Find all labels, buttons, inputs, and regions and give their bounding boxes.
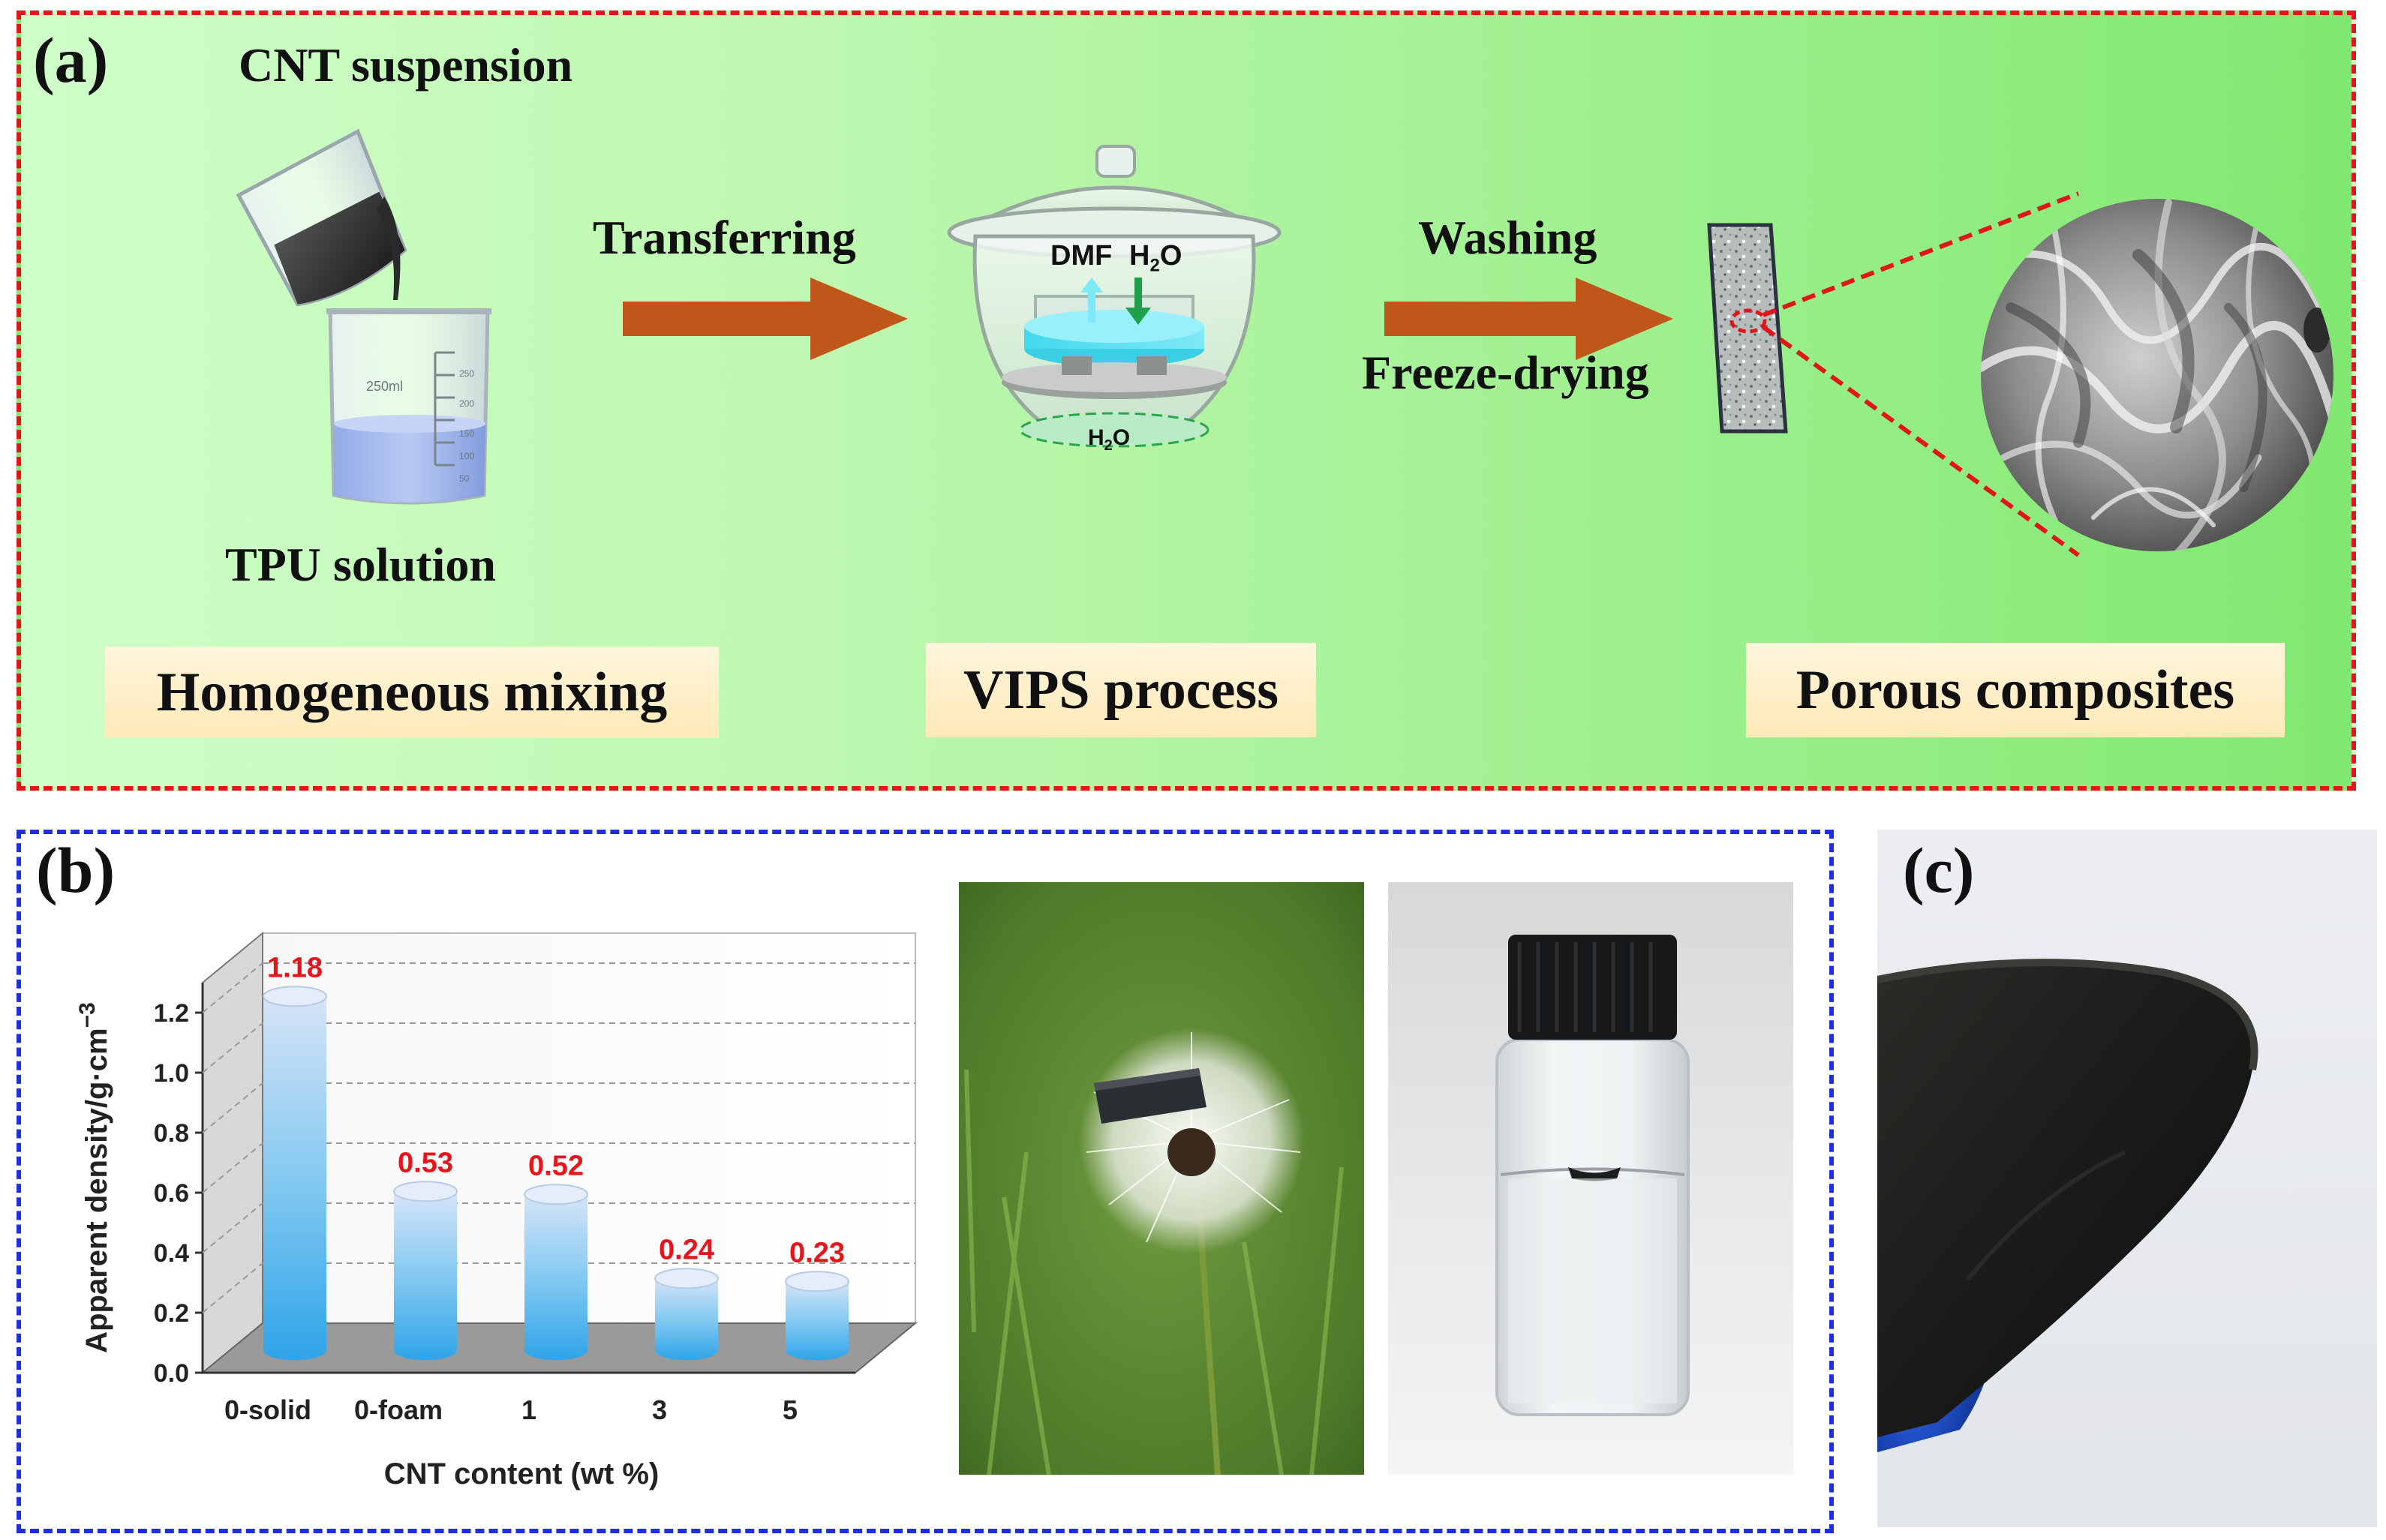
stage-vips-process: VIPS process xyxy=(926,643,1316,737)
arrow1-label: Transferring xyxy=(593,211,856,264)
chart-bar-top xyxy=(785,1271,849,1292)
transferring-arrow xyxy=(623,278,908,360)
chart-bar-top xyxy=(393,1181,458,1202)
chart-value-label: 0.24 xyxy=(659,1234,714,1265)
chart-bar-top xyxy=(654,1268,719,1289)
dandelion-photo xyxy=(959,882,1364,1475)
chart-category-label: 1 xyxy=(521,1394,536,1425)
chart-bar-top xyxy=(524,1184,588,1205)
density-bar-chart: 0.0 0.2 0.4 0.6 0.8 1.0 1.2 1.18 0-solid 0.53 0-fo… xyxy=(75,931,918,1490)
chart-bar-body xyxy=(524,1194,587,1361)
panel-c-letter: (c) xyxy=(1903,834,1975,906)
h2o-bottom-label: H2O xyxy=(1088,425,1131,454)
chart-value-label: 0.53 xyxy=(398,1147,453,1178)
tpu-beaker xyxy=(326,308,491,505)
beaker-tick-150: 150 xyxy=(459,428,475,439)
chart-gridline-side xyxy=(202,1262,263,1313)
chart-y-tick-label: 1.2 xyxy=(154,999,189,1028)
freeze-drying-label: Freeze-drying xyxy=(1362,346,1649,399)
washing-arrow xyxy=(1384,278,1673,360)
chart-value-label: 0.52 xyxy=(528,1150,584,1181)
chart-gridline-side xyxy=(202,1082,263,1133)
chart-y-tick-label: 0.2 xyxy=(154,1299,189,1328)
mixing-beakers-illustration xyxy=(236,128,491,505)
chart-y-tick-label: 0.6 xyxy=(154,1179,189,1208)
chart-category-label: 3 xyxy=(652,1394,667,1425)
chart-bar-top xyxy=(263,986,327,1007)
chart-bar-body xyxy=(786,1281,849,1361)
panel-a-letter: (a) xyxy=(33,24,109,96)
chart-category-label: 0-foam xyxy=(354,1394,443,1425)
chart-y-tick-label: 0.0 xyxy=(154,1359,189,1388)
chart-bar xyxy=(393,1181,458,1361)
cnt-stream xyxy=(377,197,401,300)
chart-bar-body xyxy=(263,996,326,1361)
beaker-tick-100: 100 xyxy=(459,451,475,461)
vips-vessel-illustration xyxy=(947,145,1282,448)
vial-photo xyxy=(1388,882,1793,1475)
chart-bar xyxy=(654,1268,719,1361)
panel-b-letter: (b) xyxy=(36,834,116,906)
chart-y-tick-label: 0.8 xyxy=(154,1119,189,1148)
chart-gridline-side xyxy=(202,1022,263,1073)
chart-gridline-side xyxy=(202,1142,263,1193)
washing-label: Washing xyxy=(1418,211,1597,264)
chart-y-axis-unit-exponent: −3 xyxy=(75,1002,100,1028)
beaker-tick-200: 200 xyxy=(459,398,475,409)
panel-c xyxy=(1877,830,2377,1527)
flexible-sample-photo xyxy=(1877,959,2258,1452)
stage-porous-composites: Porous composites xyxy=(1746,643,2285,737)
tpu-solution-label: TPU solution xyxy=(225,538,496,591)
pouring-beaker xyxy=(236,128,407,307)
chart-y-tick-label: 0.4 xyxy=(154,1239,189,1268)
chart-value-label: 0.23 xyxy=(789,1237,845,1268)
chart-bar-body xyxy=(394,1191,457,1361)
chart-side-wall xyxy=(202,931,263,1375)
beaker-tick-50: 50 xyxy=(459,473,470,484)
chart-value-label: 1.18 xyxy=(267,952,323,983)
h2o-top-label: H2O xyxy=(1129,240,1182,276)
chart-bar-body xyxy=(655,1278,718,1361)
chart-y-axis-title: Apparent density/g·cm−3 xyxy=(75,1002,113,1353)
dmf-label: DMF xyxy=(1050,240,1113,272)
beaker-volume-label: 250ml xyxy=(366,379,404,394)
cnt-suspension-label: CNT suspension xyxy=(239,38,573,92)
chart-y-tick-label: 1.0 xyxy=(154,1059,189,1088)
porous-sample-zoom xyxy=(1707,191,2333,557)
beaker-tick-250: 250 xyxy=(459,368,475,379)
chart-bar xyxy=(524,1184,588,1361)
chart-gridline-side xyxy=(202,962,263,1013)
chart-category-label: 5 xyxy=(783,1394,798,1425)
chart-category-label: 0-solid xyxy=(224,1394,311,1425)
stage-homogeneous-mixing: Homogeneous mixing xyxy=(105,647,719,738)
chart-x-axis-title: CNT content (wt %) xyxy=(384,1457,660,1490)
chart-bar xyxy=(785,1271,849,1361)
chart-bar xyxy=(263,986,327,1361)
chart-gridline-side xyxy=(202,1202,263,1253)
